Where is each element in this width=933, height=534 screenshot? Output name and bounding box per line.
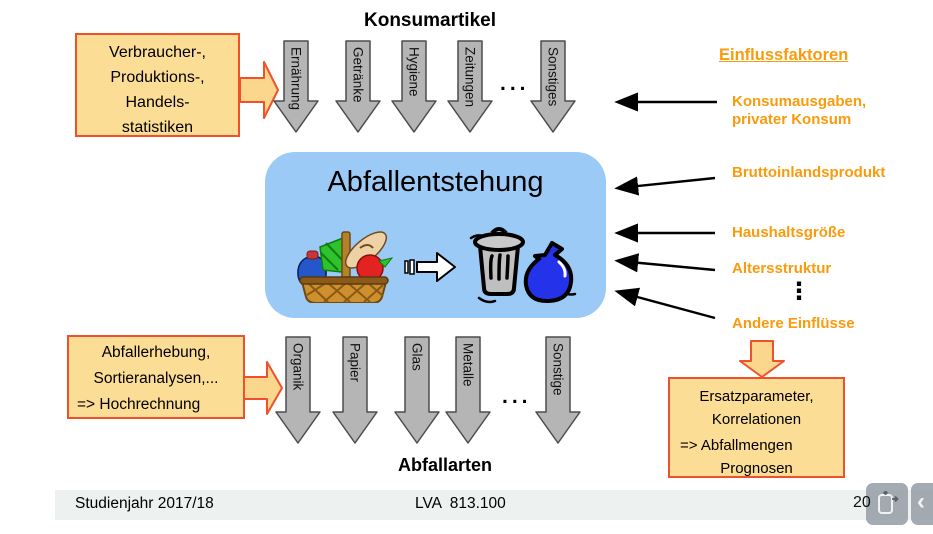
- down-arrow-icon: [275, 336, 321, 444]
- down-arrow-icon: [335, 40, 381, 133]
- down-arrow-icon: [273, 40, 319, 133]
- waste-generation-title: Abfallentstehung: [327, 166, 544, 198]
- title-abfallarten: Abfallarten: [397, 455, 493, 475]
- consumption-arrow-label: Sonstiges: [545, 47, 561, 107]
- statistics-box: Verbraucher-, Produktions-, Handels- sta…: [75, 33, 240, 137]
- orange-down-arrow-icon: [739, 340, 785, 378]
- influence-label: Bruttoinlandsprodukt: [732, 164, 886, 181]
- title-konsumartikel: Konsumartikel: [364, 10, 496, 31]
- white-right-arrow-icon: [404, 252, 456, 282]
- footer-studienjahr: Studienjahr 2017/18: [75, 495, 214, 512]
- down-arrow-icon: [445, 336, 491, 444]
- influence-label: Altersstruktur: [732, 260, 832, 277]
- consumption-arrow: Zeitungen: [447, 40, 493, 133]
- pan-icon: [878, 491, 899, 514]
- consumption-arrow: Getränke: [335, 40, 381, 133]
- consumption-arrow-label: Getränke: [350, 47, 366, 103]
- waste-arrow: Papier: [332, 336, 378, 444]
- consumption-arrow-label: Hygiene: [406, 47, 422, 97]
- influence-label: Andere Einflüsse: [732, 315, 855, 332]
- statistics-line: Produktions-,: [110, 69, 205, 86]
- waste-arrow-label: Glas: [409, 343, 425, 371]
- down-arrow-icon: [530, 40, 576, 133]
- trash-can-icon: [469, 227, 577, 304]
- consumption-arrow: Hygiene: [391, 40, 437, 133]
- result-line: Ersatzparameter,: [699, 388, 814, 405]
- statistics-line: Handels-: [125, 94, 190, 111]
- waste-arrow: Organik: [275, 336, 321, 444]
- down-arrow-icon: [535, 336, 581, 444]
- consumption-arrow: Ernährung: [273, 40, 319, 133]
- consumption-arrow-label: Zeitungen: [462, 47, 478, 108]
- waste-arrow-label: Papier: [347, 343, 363, 383]
- influence-label: Haushaltsgröße: [732, 224, 846, 241]
- result-line: Korrelationen: [711, 411, 802, 428]
- chevron-left-icon: ‹: [917, 488, 925, 515]
- footer-bar: [55, 490, 933, 520]
- pan-tool-button[interactable]: [866, 483, 908, 525]
- survey-line: Sortieranalysen,...: [93, 370, 219, 387]
- grocery-basket-icon: [297, 231, 393, 303]
- survey-line: => Hochrechnung: [77, 396, 201, 413]
- footer-lva: LVA 813.100: [415, 495, 506, 512]
- waste-arrow: Metalle: [445, 336, 491, 444]
- waste-arrow-label: Sonstige: [550, 343, 566, 396]
- vertical-ellipsis-icon: ⋮: [787, 278, 811, 305]
- page-number: 20: [853, 494, 871, 511]
- consumption-arrow: Sonstiges: [530, 40, 576, 133]
- consumption-ellipsis: ...: [500, 72, 530, 95]
- statistics-line: Verbraucher-,: [109, 44, 206, 61]
- influence-label: privater Konsum: [732, 111, 852, 128]
- down-arrow-icon: [394, 336, 440, 444]
- orange-right-arrow-icon: [239, 61, 279, 119]
- result-line: Prognosen: [720, 460, 793, 477]
- orange-right-arrow-icon: [243, 361, 283, 415]
- survey-line: Abfallerhebung,: [101, 344, 211, 361]
- statistics-line: statistiken: [121, 119, 194, 136]
- down-arrow-icon: [332, 336, 378, 444]
- influences-heading: Einflussfaktoren: [719, 46, 849, 64]
- consumption-arrow-label: Ernährung: [288, 47, 304, 111]
- down-arrow-icon: [391, 40, 437, 133]
- result-line: => Abfallmengen: [680, 437, 793, 454]
- result-box: Ersatzparameter, Korrelationen => Abfall…: [668, 377, 845, 478]
- waste-ellipsis: ...: [502, 385, 532, 408]
- waste-arrow-label: Organik: [290, 343, 306, 391]
- previous-page-button[interactable]: ‹: [911, 483, 933, 525]
- waste-arrow-label: Metalle: [460, 343, 476, 387]
- influence-arrows: [614, 92, 717, 320]
- down-arrow-icon: [447, 40, 493, 133]
- survey-box: Abfallerhebung, Sortieranalysen,... => H…: [67, 335, 245, 419]
- influence-label: Konsumausgaben,: [732, 93, 867, 110]
- waste-arrow: Sonstige: [535, 336, 581, 444]
- waste-arrow: Glas: [394, 336, 440, 444]
